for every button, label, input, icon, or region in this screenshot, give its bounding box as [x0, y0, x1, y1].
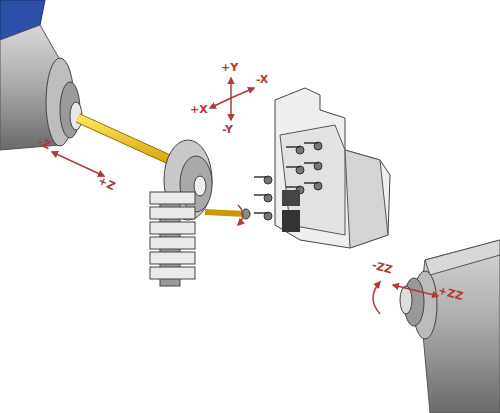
tool-block	[150, 222, 195, 234]
tool-block	[150, 267, 195, 279]
tool-arrow	[286, 166, 300, 168]
tool-arrow	[304, 142, 318, 144]
axis-label: -X	[256, 74, 268, 85]
axis-label: +Z	[96, 175, 116, 192]
tool-arrow	[286, 146, 300, 148]
tool-arrow	[254, 176, 268, 178]
tool-arrow	[304, 182, 318, 184]
axis-label: -Y	[222, 124, 233, 135]
tool-arrow	[286, 186, 300, 188]
tool-block	[150, 252, 195, 264]
tool-arrow	[304, 162, 318, 164]
axis-label: +X	[190, 104, 208, 115]
tool-block	[150, 207, 195, 219]
tool-block	[150, 237, 195, 249]
axis-label: -Z	[36, 136, 52, 151]
tool-arrow	[254, 212, 268, 214]
axis-label: -ZZ	[371, 260, 394, 276]
tool-arrow	[254, 194, 268, 196]
tool-block	[150, 192, 195, 204]
axis-label: +Y	[221, 62, 238, 73]
